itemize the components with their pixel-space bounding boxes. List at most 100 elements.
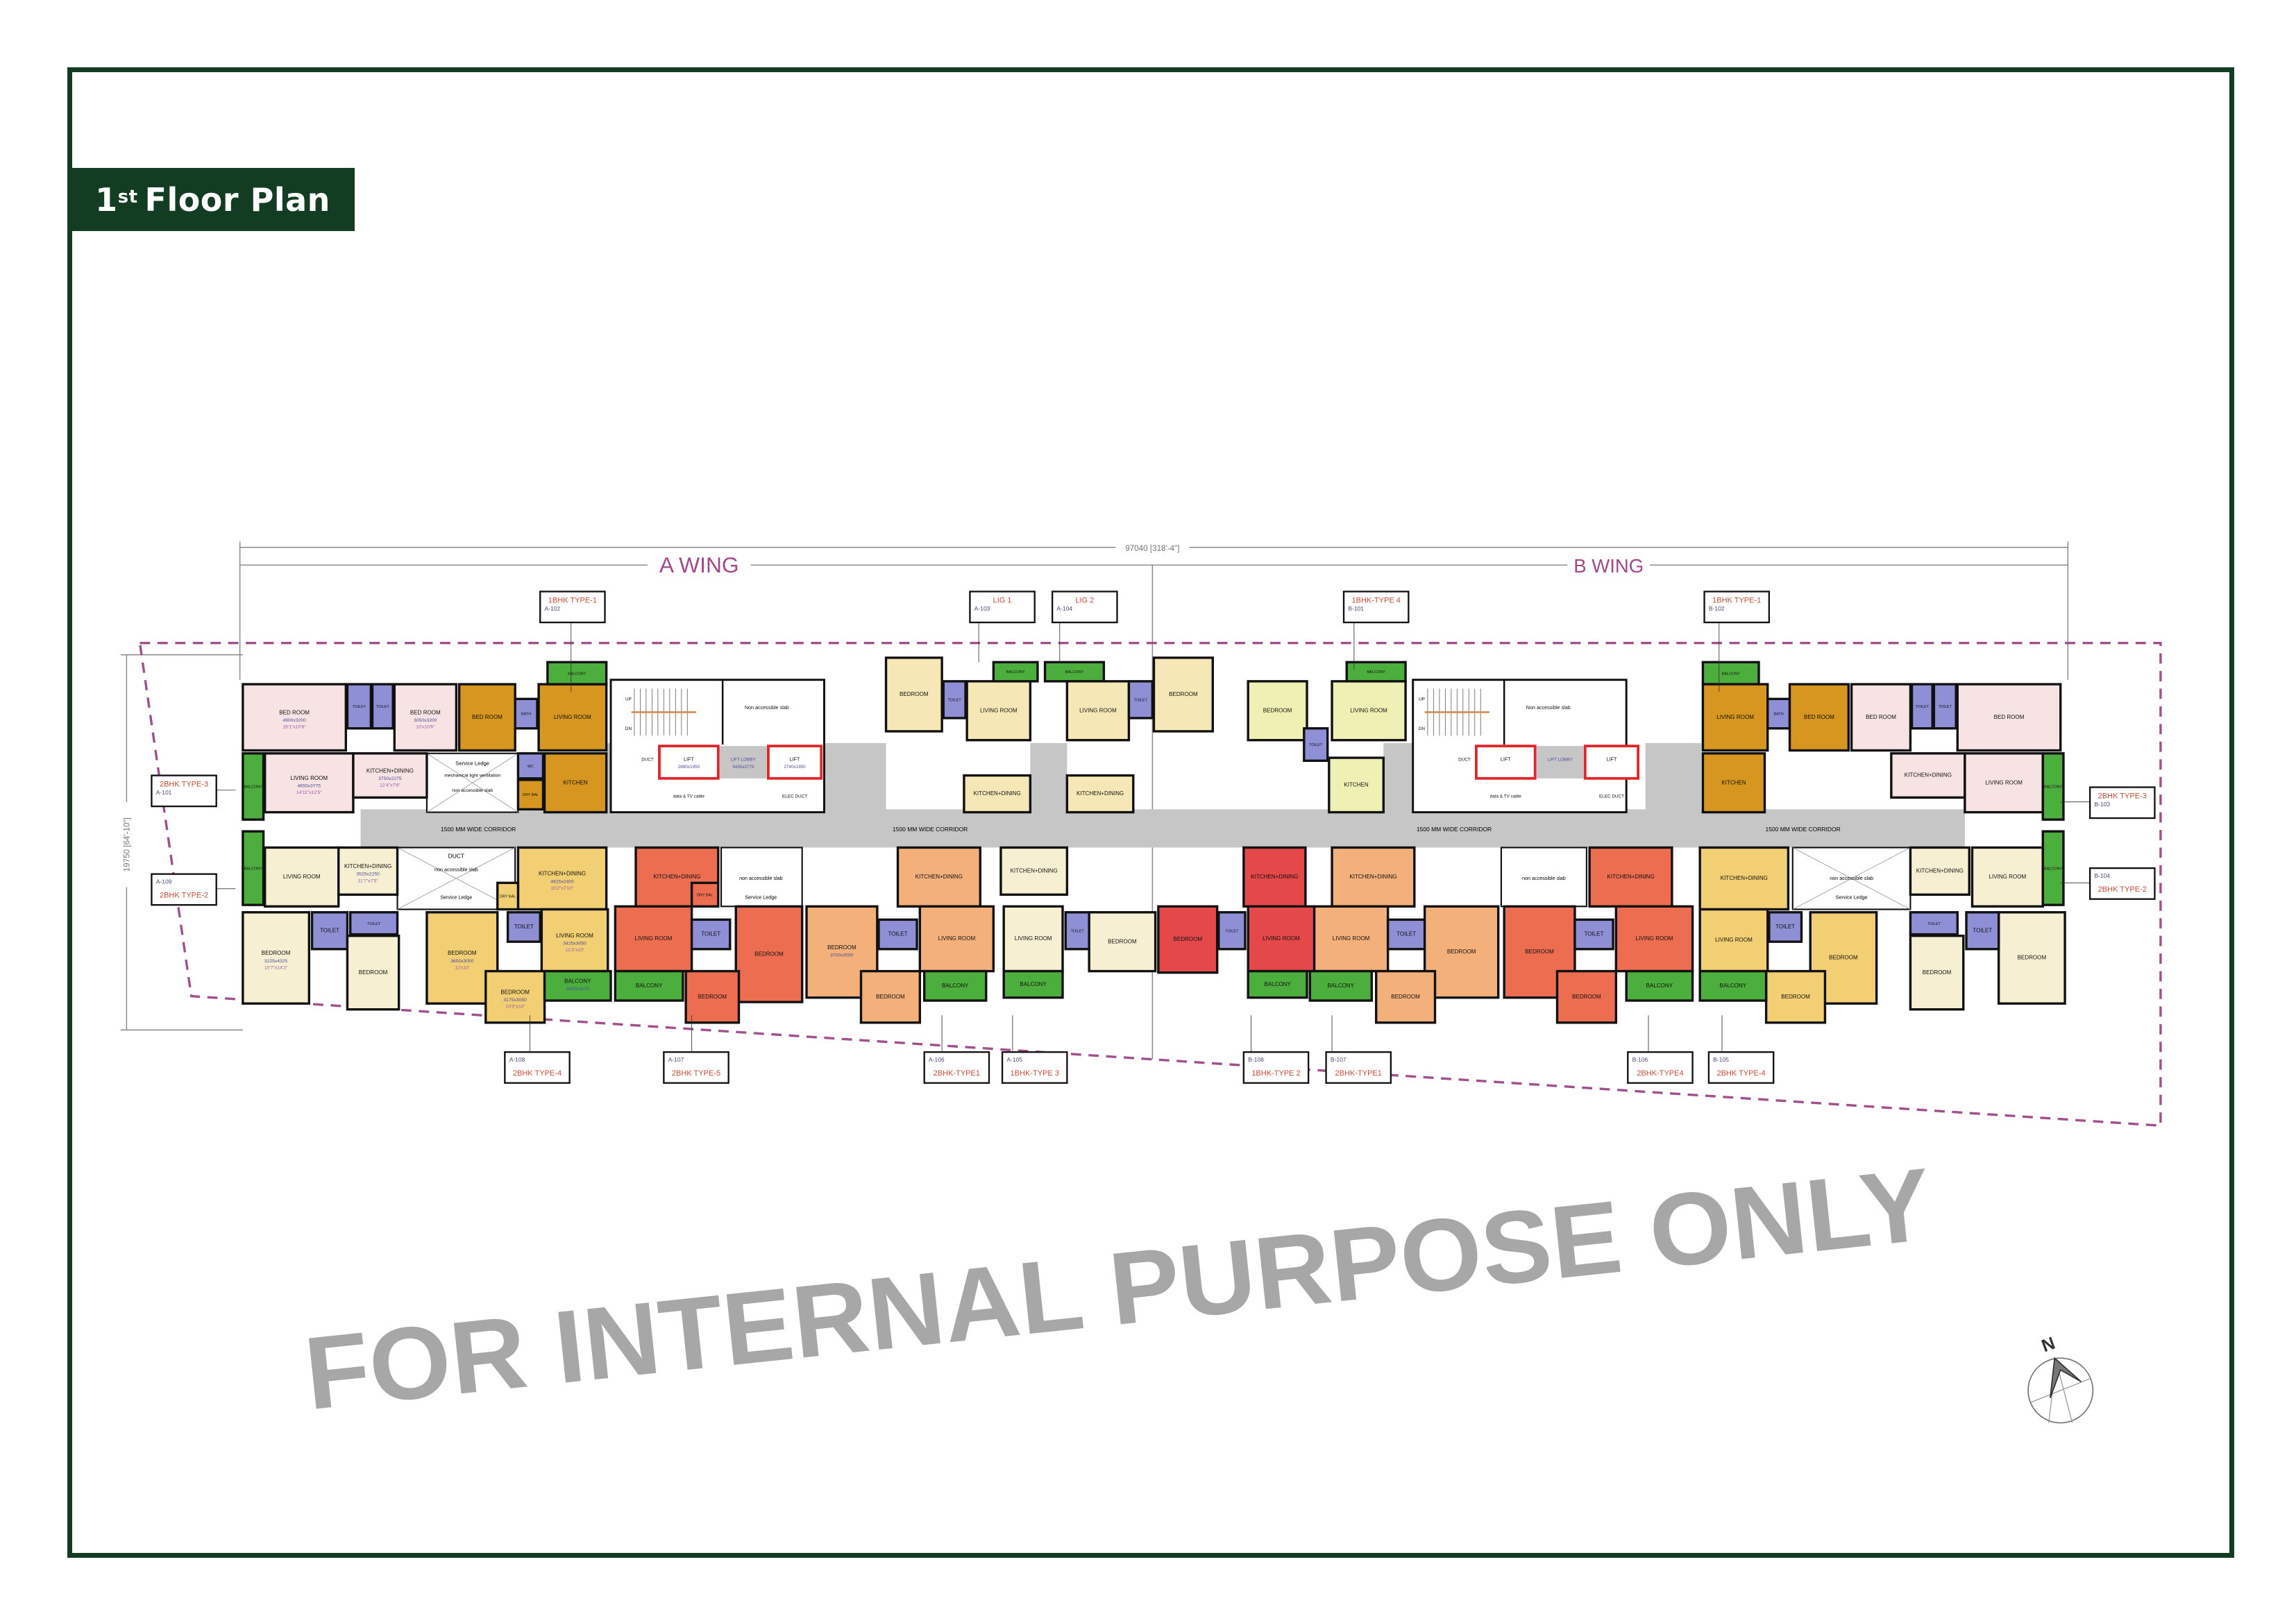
- room-bedroom: BEDROOM: [1247, 680, 1308, 742]
- room-kitchen-dining-area: [963, 774, 1032, 814]
- room-kitchen-dining-area: [516, 846, 608, 911]
- room-bedroom-area: [242, 911, 311, 1005]
- unit-tag-a-103[interactable]: LIG 1A-103: [969, 590, 1036, 663]
- room-dry-bal: DRY BAL: [496, 881, 520, 911]
- unit-tag-b-102[interactable]: 1BHK TYPE-1B-102: [1703, 590, 1771, 692]
- room-kitchen: KITCHEN: [1328, 756, 1385, 814]
- room-kitchen-dining: KITCHEN+DINING: [963, 774, 1032, 814]
- room-dry-bal: DRY BAL: [516, 779, 545, 811]
- unit-tag-b-104[interactable]: 2BHK TYPE-2B-104: [2060, 867, 2156, 900]
- room-name: KITCHEN+DINING: [1916, 868, 1964, 874]
- non-accessible-slab-label: Non accessible slab: [745, 704, 789, 711]
- unit-number-label: B-105: [1713, 1056, 1729, 1063]
- room-name: TOILET: [701, 931, 720, 937]
- lift-dimensions: 2740x1950: [784, 765, 806, 770]
- room-living-room: LIVING ROOM: [1247, 905, 1316, 973]
- room-dimensions-imperial: 11'7"x7'5": [358, 878, 379, 883]
- stair-down-label: DN: [1419, 726, 1426, 731]
- room-bedroom: BEDROOM: [1374, 969, 1437, 1024]
- room-kitchen-dining-area: [1588, 846, 1673, 908]
- room-toilet: TOILET: [371, 683, 394, 730]
- room-name: LIVING ROOM: [1715, 937, 1753, 943]
- room-bedroom: BEDROOM: [1555, 969, 1618, 1024]
- unit-tag-b-105[interactable]: 2BHK TYPE-4B-105: [1707, 1015, 1775, 1084]
- room-name: BATH: [521, 713, 531, 717]
- room-balcony: BALCONY: [2041, 830, 2065, 906]
- unit-tag-a-108[interactable]: 2BHK TYPE-4A-108: [504, 1015, 571, 1084]
- elec-duct-label: ELEC DUCT: [782, 794, 807, 799]
- lift-lobby-label: LIFT LOBBY: [731, 757, 757, 762]
- drawing-frame: [67, 67, 2234, 1558]
- unit-tag-a-104[interactable]: LIG 2A-104: [1052, 590, 1118, 663]
- room-toilet: TOILET: [1932, 683, 1957, 730]
- room-dry-bal-area: [516, 779, 545, 811]
- unit-tag-a-102[interactable]: 1BHK TYPE-1A-102: [539, 590, 606, 692]
- unit-tag-b-101[interactable]: 1BHK-TYPE 4B-101: [1342, 590, 1410, 670]
- room-balcony: BALCONY: [614, 969, 684, 1002]
- unit-tag-a-107[interactable]: 2BHK TYPE-5A-107: [663, 1015, 729, 1084]
- staircase: [1424, 688, 1489, 736]
- staircase: [631, 688, 697, 736]
- room-name: BED ROOM: [1866, 714, 1896, 720]
- room-kitchen-dining-area: [1242, 846, 1307, 908]
- title-suffix: st: [117, 186, 138, 207]
- data-tv-cable-label: data & TV cable: [673, 794, 705, 799]
- room-name: TOILET: [320, 927, 339, 933]
- room-kitchen-dining: KITCHEN+DINING: [896, 846, 981, 908]
- room-bedroom: BEDROOM: [1909, 934, 1965, 1011]
- unit-tag-a-105[interactable]: 1BHK-TYPE 3A-105: [1001, 1015, 1068, 1084]
- room-toilet: TOILET: [1064, 911, 1090, 951]
- room-living-room-area: [1002, 905, 1064, 973]
- room-name: LIVING ROOM: [938, 935, 976, 942]
- unit-type-label: LIG 2: [1075, 596, 1094, 604]
- room-living-room: LIVING ROOM: [614, 905, 693, 973]
- unit-tag-a-109[interactable]: 2BHK TYPE-2A-109: [151, 873, 236, 906]
- room-dry-bal: DRY BAL: [690, 881, 720, 908]
- non-accessible-label-2: non accessible slab: [434, 866, 478, 872]
- room-name: DRY BAL: [697, 893, 713, 897]
- room-name: BALCONY: [1646, 983, 1673, 989]
- room-bedroom: BEDROOM: [1088, 911, 1157, 973]
- non-accessible-slab-label: Non accessible slab: [1526, 704, 1571, 711]
- room-living-room: LIVING ROOM: [1312, 905, 1390, 973]
- room-name: BALCONY: [564, 978, 591, 985]
- unit-number-label: A-104: [1057, 605, 1073, 612]
- unit-tag-a-101[interactable]: 2BHK TYPE-3A-101: [151, 774, 236, 808]
- lift-label: LIFT: [790, 756, 800, 762]
- room-balcony-area: [1308, 969, 1374, 1002]
- room-name: LIVING ROOM: [1350, 707, 1387, 713]
- unit-type-label: LIG 1: [993, 596, 1012, 604]
- lift-lobby: [719, 746, 767, 779]
- room-name: TOILET: [1927, 922, 1941, 926]
- room-name: BALCONY: [1065, 670, 1084, 674]
- unit-number-label: A-103: [974, 605, 990, 612]
- unit-number-label: B-102: [1709, 605, 1725, 612]
- room-name: BALCONY: [1006, 670, 1025, 674]
- unit-tag-b-108[interactable]: 1BHK-TYPE 2B-108: [1242, 1015, 1310, 1084]
- corridor: [360, 742, 1965, 848]
- room-living-room: LIVING ROOM: [1701, 683, 1769, 752]
- unit-type-label: 1BHK-TYPE 3: [1011, 1069, 1059, 1078]
- room-name: LIVING ROOM: [635, 935, 673, 942]
- non-accessible-label-3: non accessible slab: [739, 875, 783, 881]
- room-living-room-area: [965, 680, 1032, 742]
- room-name: LIVING ROOM: [1989, 874, 2027, 880]
- room-name: TOILET: [1916, 705, 1930, 709]
- corridor-label-2: 1500 MM WIDE CORRIDOR: [893, 826, 968, 833]
- room-balcony-area: [614, 969, 684, 1002]
- room-living-room: LIVING ROOM: [1065, 680, 1131, 742]
- room-kitchen-area: [1701, 752, 1766, 814]
- room-balcony-area: [543, 969, 612, 1002]
- room-toilet: TOILET: [690, 918, 732, 951]
- unit-tag-b-103[interactable]: 2BHK TYPE-3B-103: [2060, 786, 2156, 819]
- unit-number-label: B-104: [2094, 872, 2110, 879]
- service-ledge-label-3: Service Ledge: [745, 894, 777, 901]
- room-toilet: TOILET: [346, 683, 373, 730]
- room-toilet-area: [1909, 911, 1959, 936]
